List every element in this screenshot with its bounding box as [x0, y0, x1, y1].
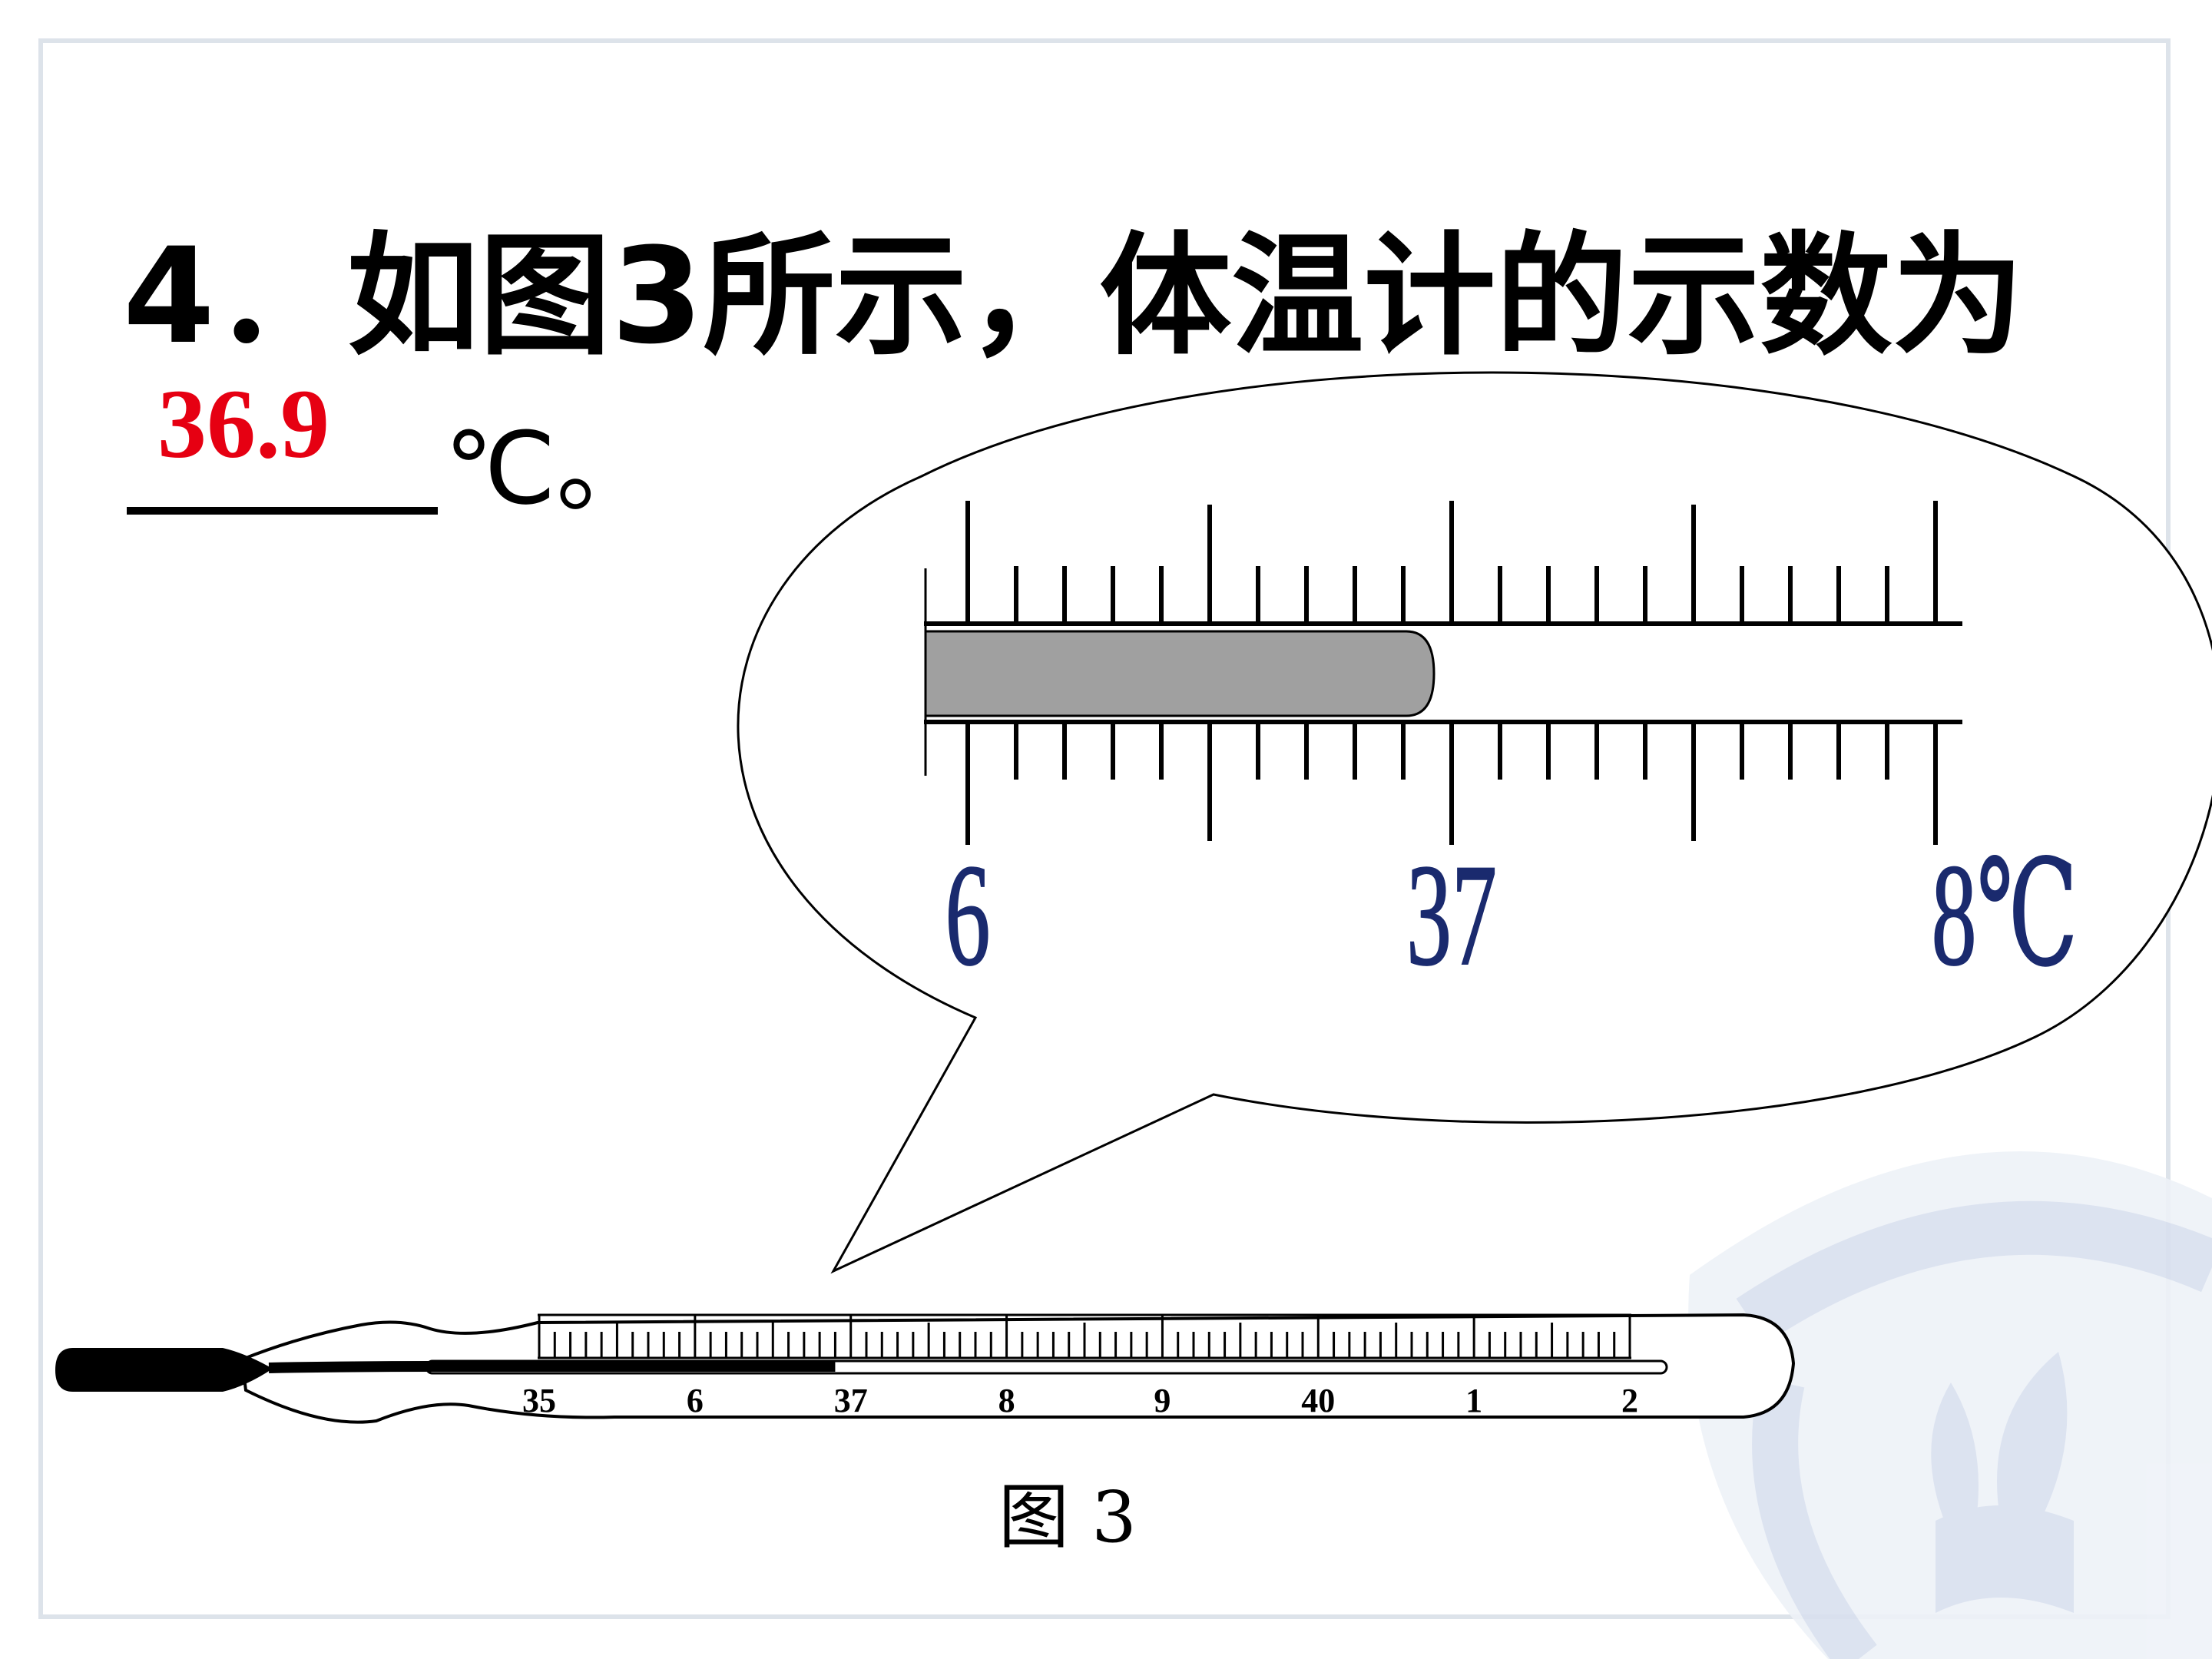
zoomed-scale: 6 37 8℃ — [924, 501, 2078, 997]
thermometer-scale-label: 37 — [834, 1382, 868, 1419]
thermometer-scale-label: 40 — [1301, 1382, 1335, 1419]
zoom-scale-label: 8℃ — [1932, 835, 2078, 996]
thermometer-scale-label: 8 — [998, 1382, 1015, 1419]
watermark-logo-icon — [1688, 1151, 2212, 1659]
zoom-scale-label: 6 — [945, 835, 991, 996]
zoom-scale-label: 37 — [1406, 835, 1497, 996]
thermometer-scale-label: 35 — [522, 1382, 556, 1419]
thermometer-mercury — [268, 1361, 836, 1373]
question-text: 4．如图3所示，体温计的示数为 — [123, 219, 2025, 373]
clinical-thermometer: 35 6 37 8 9 40 1 2 — [55, 1313, 1796, 1424]
answer-blank-line — [127, 507, 438, 515]
thermometer-scale-label: 1 — [1465, 1382, 1482, 1419]
thermometer-bulb — [55, 1348, 273, 1392]
thermometer-scale-label: 9 — [1154, 1382, 1171, 1419]
thermometer-scale-label: 6 — [687, 1382, 704, 1419]
figure-caption: 图 3 — [998, 1476, 1137, 1558]
zoom-callout-bubble — [737, 371, 2212, 1274]
thermometer-scale-label: 2 — [1621, 1382, 1638, 1419]
unit-celsius: ℃。 — [444, 410, 656, 527]
zoom-mercury-column — [924, 630, 1435, 717]
answer-value: 36.9 — [157, 369, 329, 478]
